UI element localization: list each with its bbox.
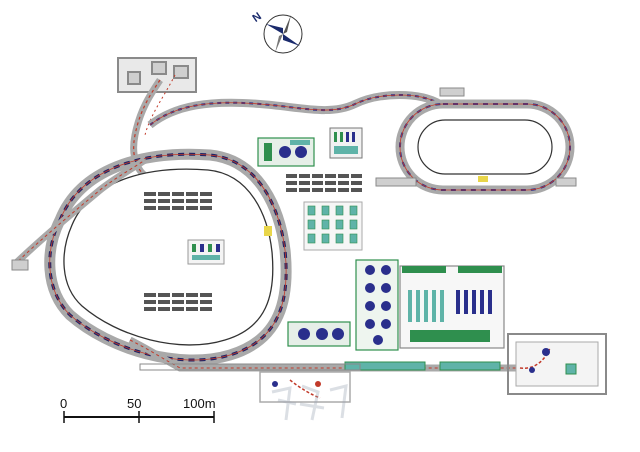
cryo-plant-icon — [264, 143, 272, 161]
lower-experiment-branch — [259, 371, 351, 403]
power-supply-racks-top — [286, 174, 362, 192]
cryo-plant-group-top — [257, 127, 363, 167]
watermark-seal — [271, 384, 348, 421]
scale-label-50: 50 — [127, 396, 141, 411]
power-supply-racks-inner-bottom — [144, 293, 212, 311]
compass-north-label: N — [250, 10, 263, 24]
cryo-plant-group-bottom — [287, 321, 351, 347]
injector-transfer-line — [130, 74, 176, 182]
power-supply-racks-inner-top — [144, 192, 212, 210]
main-synchrotron-ring — [44, 148, 292, 366]
small-storage-ring — [395, 99, 575, 195]
ring-marker-yellow — [478, 176, 488, 182]
extraction-beamline — [128, 336, 520, 372]
main-ring-marker — [264, 226, 272, 236]
power-supply-hall — [399, 265, 505, 349]
cryo-plant-column — [355, 259, 399, 351]
scale-label-0: 0 — [60, 396, 67, 411]
compass-rose: N — [250, 10, 303, 54]
left-approach-tunnel — [11, 157, 147, 271]
scale-label-100m: 100m — [183, 396, 216, 411]
control-rack-icon — [334, 132, 358, 154]
ring-side-tunnel — [375, 87, 577, 187]
experimental-hall — [507, 333, 607, 395]
rf-station-array — [303, 201, 363, 251]
upper-transport-line — [147, 91, 443, 129]
scale-bar: 0 50 100m — [60, 396, 216, 423]
inner-control-station — [187, 239, 225, 265]
